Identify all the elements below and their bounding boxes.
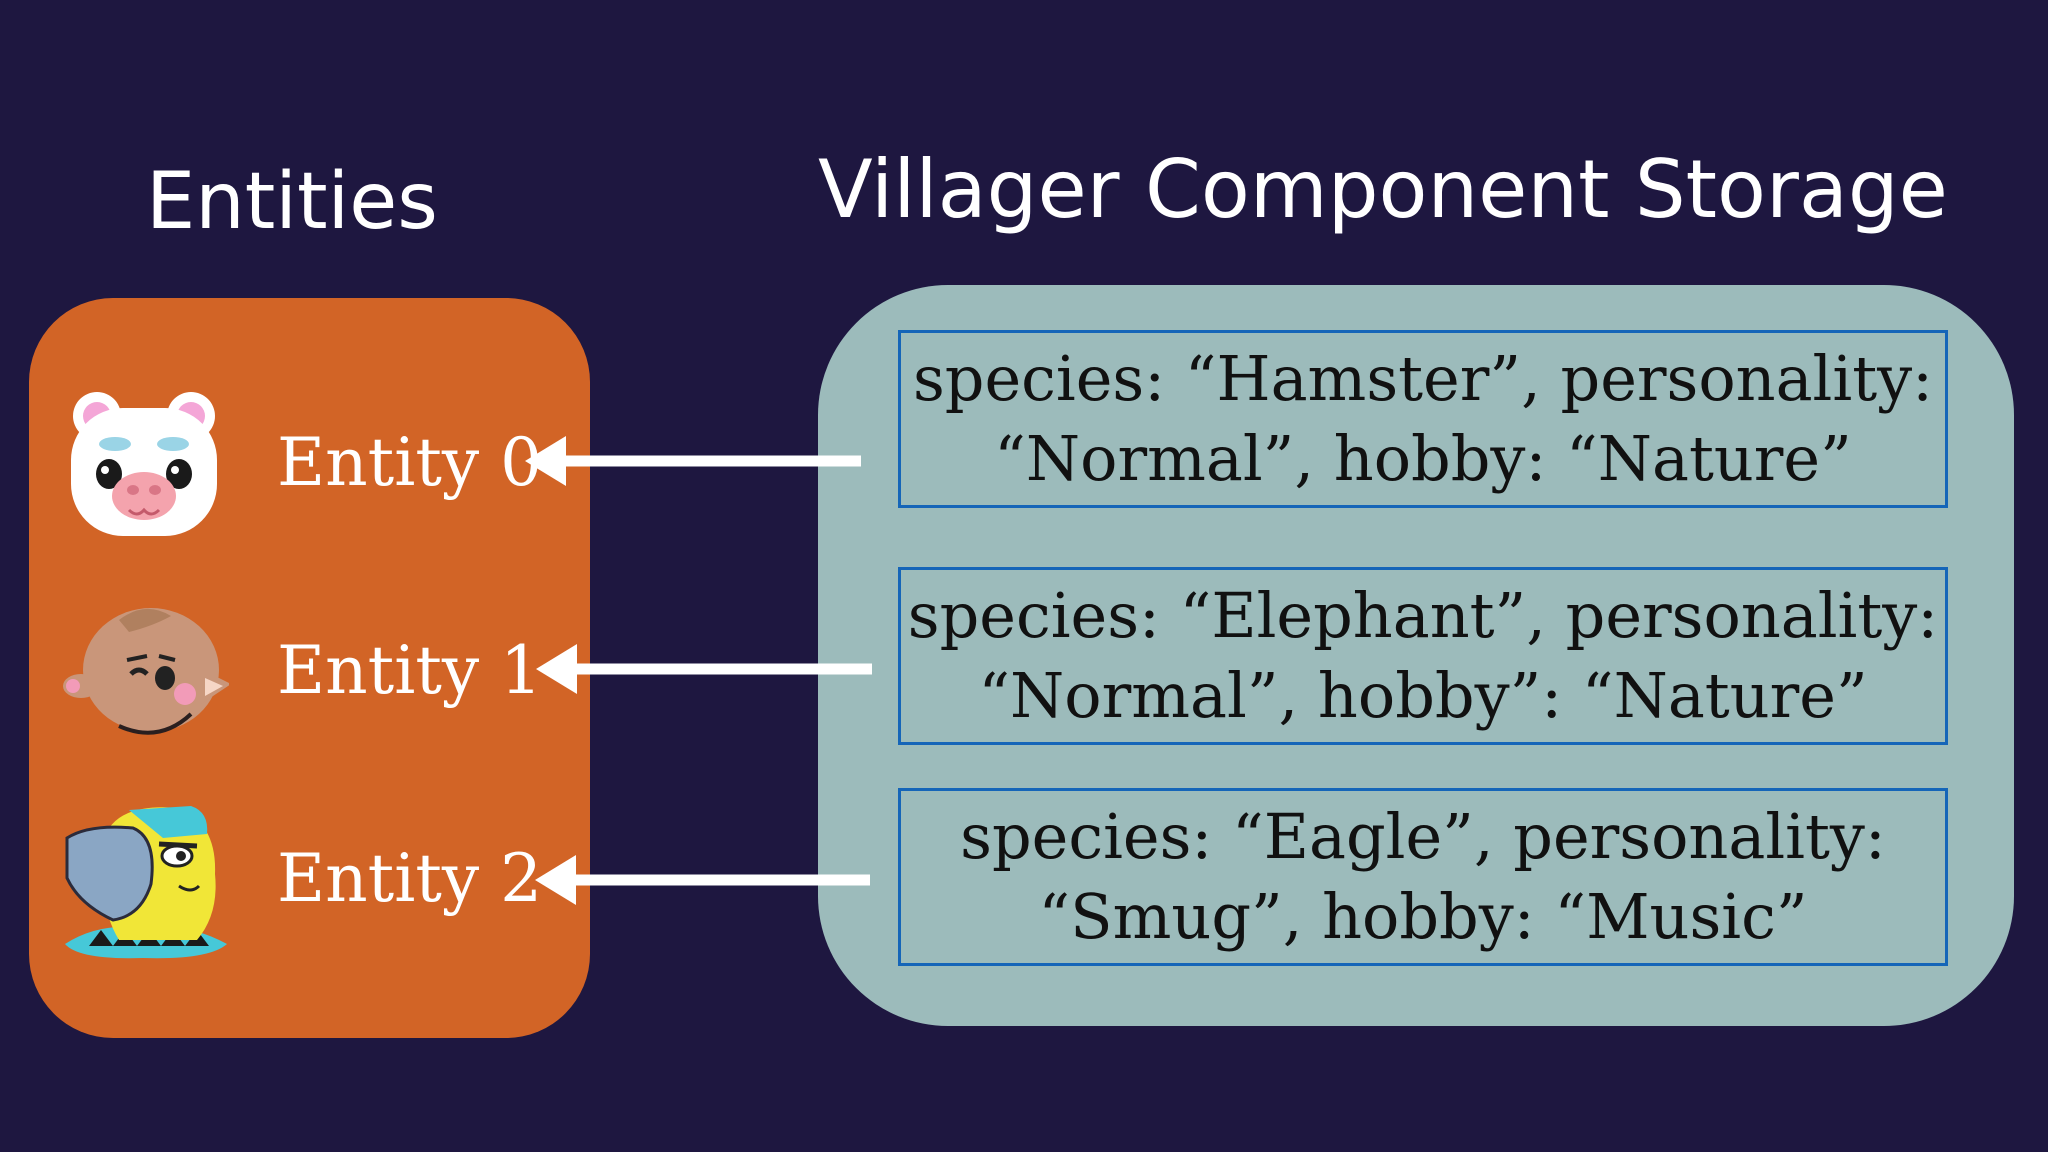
entity-row-0: Entity 0 — [29, 378, 590, 548]
hamster-villager-icon — [71, 392, 217, 536]
component-entry-2: species: “Eagle”, personality: “Smug”, h… — [898, 788, 1948, 966]
eagle-villager-icon — [65, 806, 227, 959]
entity-label: Entity 2 — [277, 840, 543, 917]
entities-panel: Entity 0 Entity 1 — [29, 298, 590, 1038]
component-text: “Normal”, hobby: “Nature” — [994, 422, 1852, 495]
component-text: “Normal”, hobby”: “Nature” — [978, 659, 1868, 732]
component-text: species: “Hamster”, personality: — [912, 342, 1934, 415]
storage-panel — [818, 285, 2014, 1026]
entity-row-2: Entity 2 — [29, 794, 590, 964]
entities-heading: Entities — [146, 157, 438, 247]
component-text: species: “Eagle”, personality: — [960, 800, 1886, 873]
storage-heading: Villager Component Storage — [818, 143, 1948, 236]
elephant-villager-icon — [63, 608, 229, 735]
component-entry-1: species: “Elephant”, personality: “Norma… — [898, 567, 1948, 745]
component-text: “Smug”, hobby: “Music” — [1038, 880, 1808, 953]
entity-label: Entity 0 — [277, 424, 543, 501]
entity-row-1: Entity 1 — [29, 586, 590, 756]
component-entry-0: species: “Hamster”, personality: “Normal… — [898, 330, 1948, 508]
entity-label: Entity 1 — [277, 632, 543, 709]
component-text: species: “Elephant”, personality: — [907, 579, 1939, 652]
